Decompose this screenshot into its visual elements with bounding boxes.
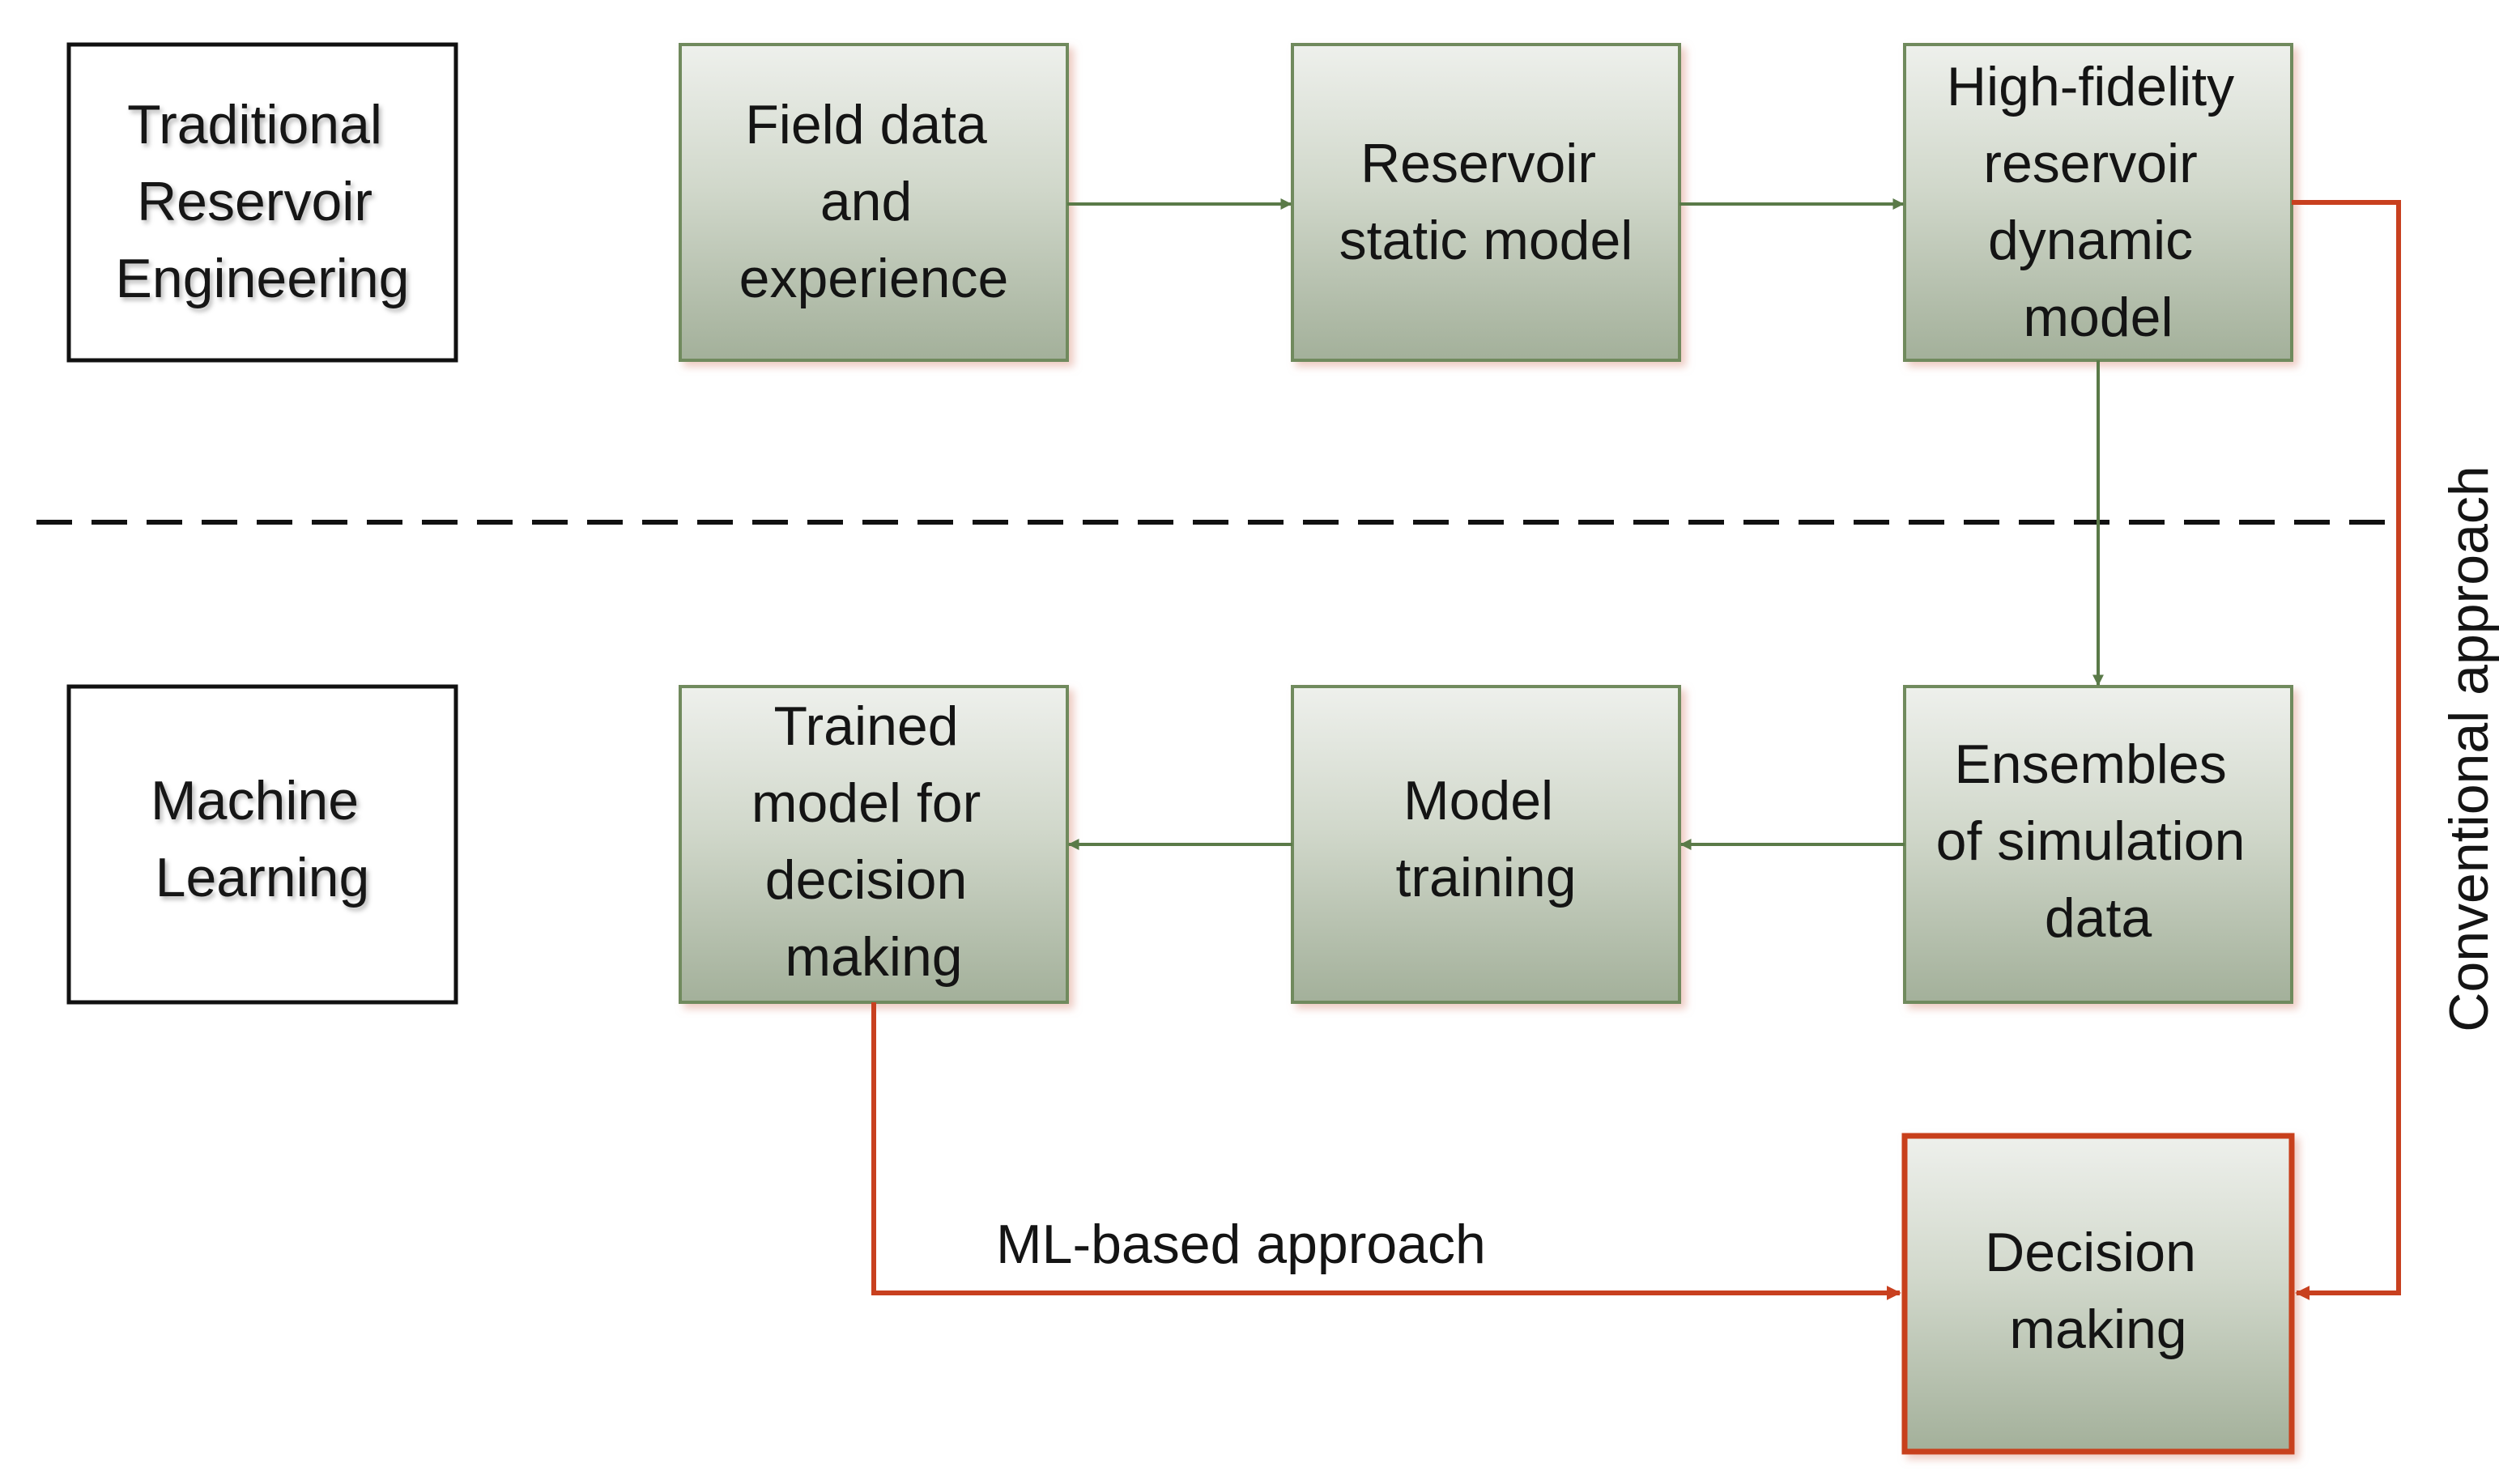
svg-text:Model training: Model training (1395, 770, 1576, 908)
reservoir-static-model-box: Reservoir static model (1291, 43, 1681, 362)
traditional-line-1: Traditional (127, 94, 382, 155)
ml-section-label: Machine Learning (151, 770, 374, 908)
field-data-line-2: and (820, 171, 912, 232)
traditional-section-label: Traditional Reservoir Engineering (116, 94, 410, 309)
ml-section-frame (66, 684, 458, 1005)
field-data-line-3: experience (739, 248, 1009, 309)
ml-line-1: Machine (151, 770, 359, 831)
svg-text:Field data and exp: Field data and experience (739, 94, 1009, 309)
field-data-line-1: Field data (745, 94, 987, 155)
static-model-line-1: Reservoir (1360, 133, 1596, 194)
dynamic-model-box: High-fidelity reservoir dynamic model (1903, 43, 2293, 362)
trained-model-line-1: Trained (774, 695, 959, 757)
dynamic-model-line-3: dynamic (1988, 210, 2193, 271)
trained-model-line-2: model for (751, 772, 981, 834)
ensembles-line-3: data (2045, 887, 2152, 949)
traditional-line-2: Reservoir (137, 171, 373, 232)
model-training-line-1: Model (1403, 770, 1553, 831)
svg-text:Trained model for: Trained model for decision making (751, 695, 996, 988)
svg-text:Reservoir static model: Reservoir static model (1339, 133, 1633, 271)
dynamic-model-line-4: model (2023, 287, 2173, 348)
trained-model-line-4: making (785, 926, 962, 988)
dynamic-model-line-2: reservoir (1983, 133, 2198, 194)
arrow-conventional-approach (2292, 200, 2401, 1300)
conventional-approach-label: Conventional approach (2438, 466, 2499, 1031)
ensembles-line-2: of simulation (1936, 810, 2246, 872)
ml-line-2: Learning (155, 847, 370, 908)
svg-text:High-fidelity reservoir: High-fidelity reservoir dynamic model (1947, 56, 2250, 348)
decision-making-line-1: Decision (1985, 1222, 2196, 1283)
model-training-line-2: training (1395, 847, 1576, 908)
svg-text:Ensembles of simulation: Ensembles of simulation data (1936, 733, 2261, 949)
model-training-box: Model training (1291, 685, 1681, 1004)
trained-model-box: Trained model for decision making (679, 685, 1069, 1004)
arrow-ml-based-approach (871, 1002, 1901, 1300)
svg-text:Decision making: Decision making (1985, 1222, 2212, 1360)
decision-making-line-2: making (2009, 1299, 2186, 1360)
static-model-line-2: static model (1339, 210, 1633, 271)
ml-approach-label: ML-based approach (996, 1214, 1486, 1275)
trained-model-line-3: decision (765, 849, 968, 911)
field-data-box: Field data and experience (679, 43, 1069, 362)
traditional-section-frame (66, 42, 458, 363)
traditional-reservoir-engineering-section: Traditional Reservoir Engineering (66, 42, 458, 363)
traditional-line-3: Engineering (116, 248, 410, 309)
ensembles-box: Ensembles of simulation data (1903, 685, 2293, 1004)
decision-making-box: Decision making (1901, 1133, 2295, 1455)
machine-learning-section: Machine Learning (66, 684, 458, 1005)
dynamic-model-line-1: High-fidelity (1947, 56, 2234, 117)
ensembles-line-1: Ensembles (1954, 733, 2226, 795)
